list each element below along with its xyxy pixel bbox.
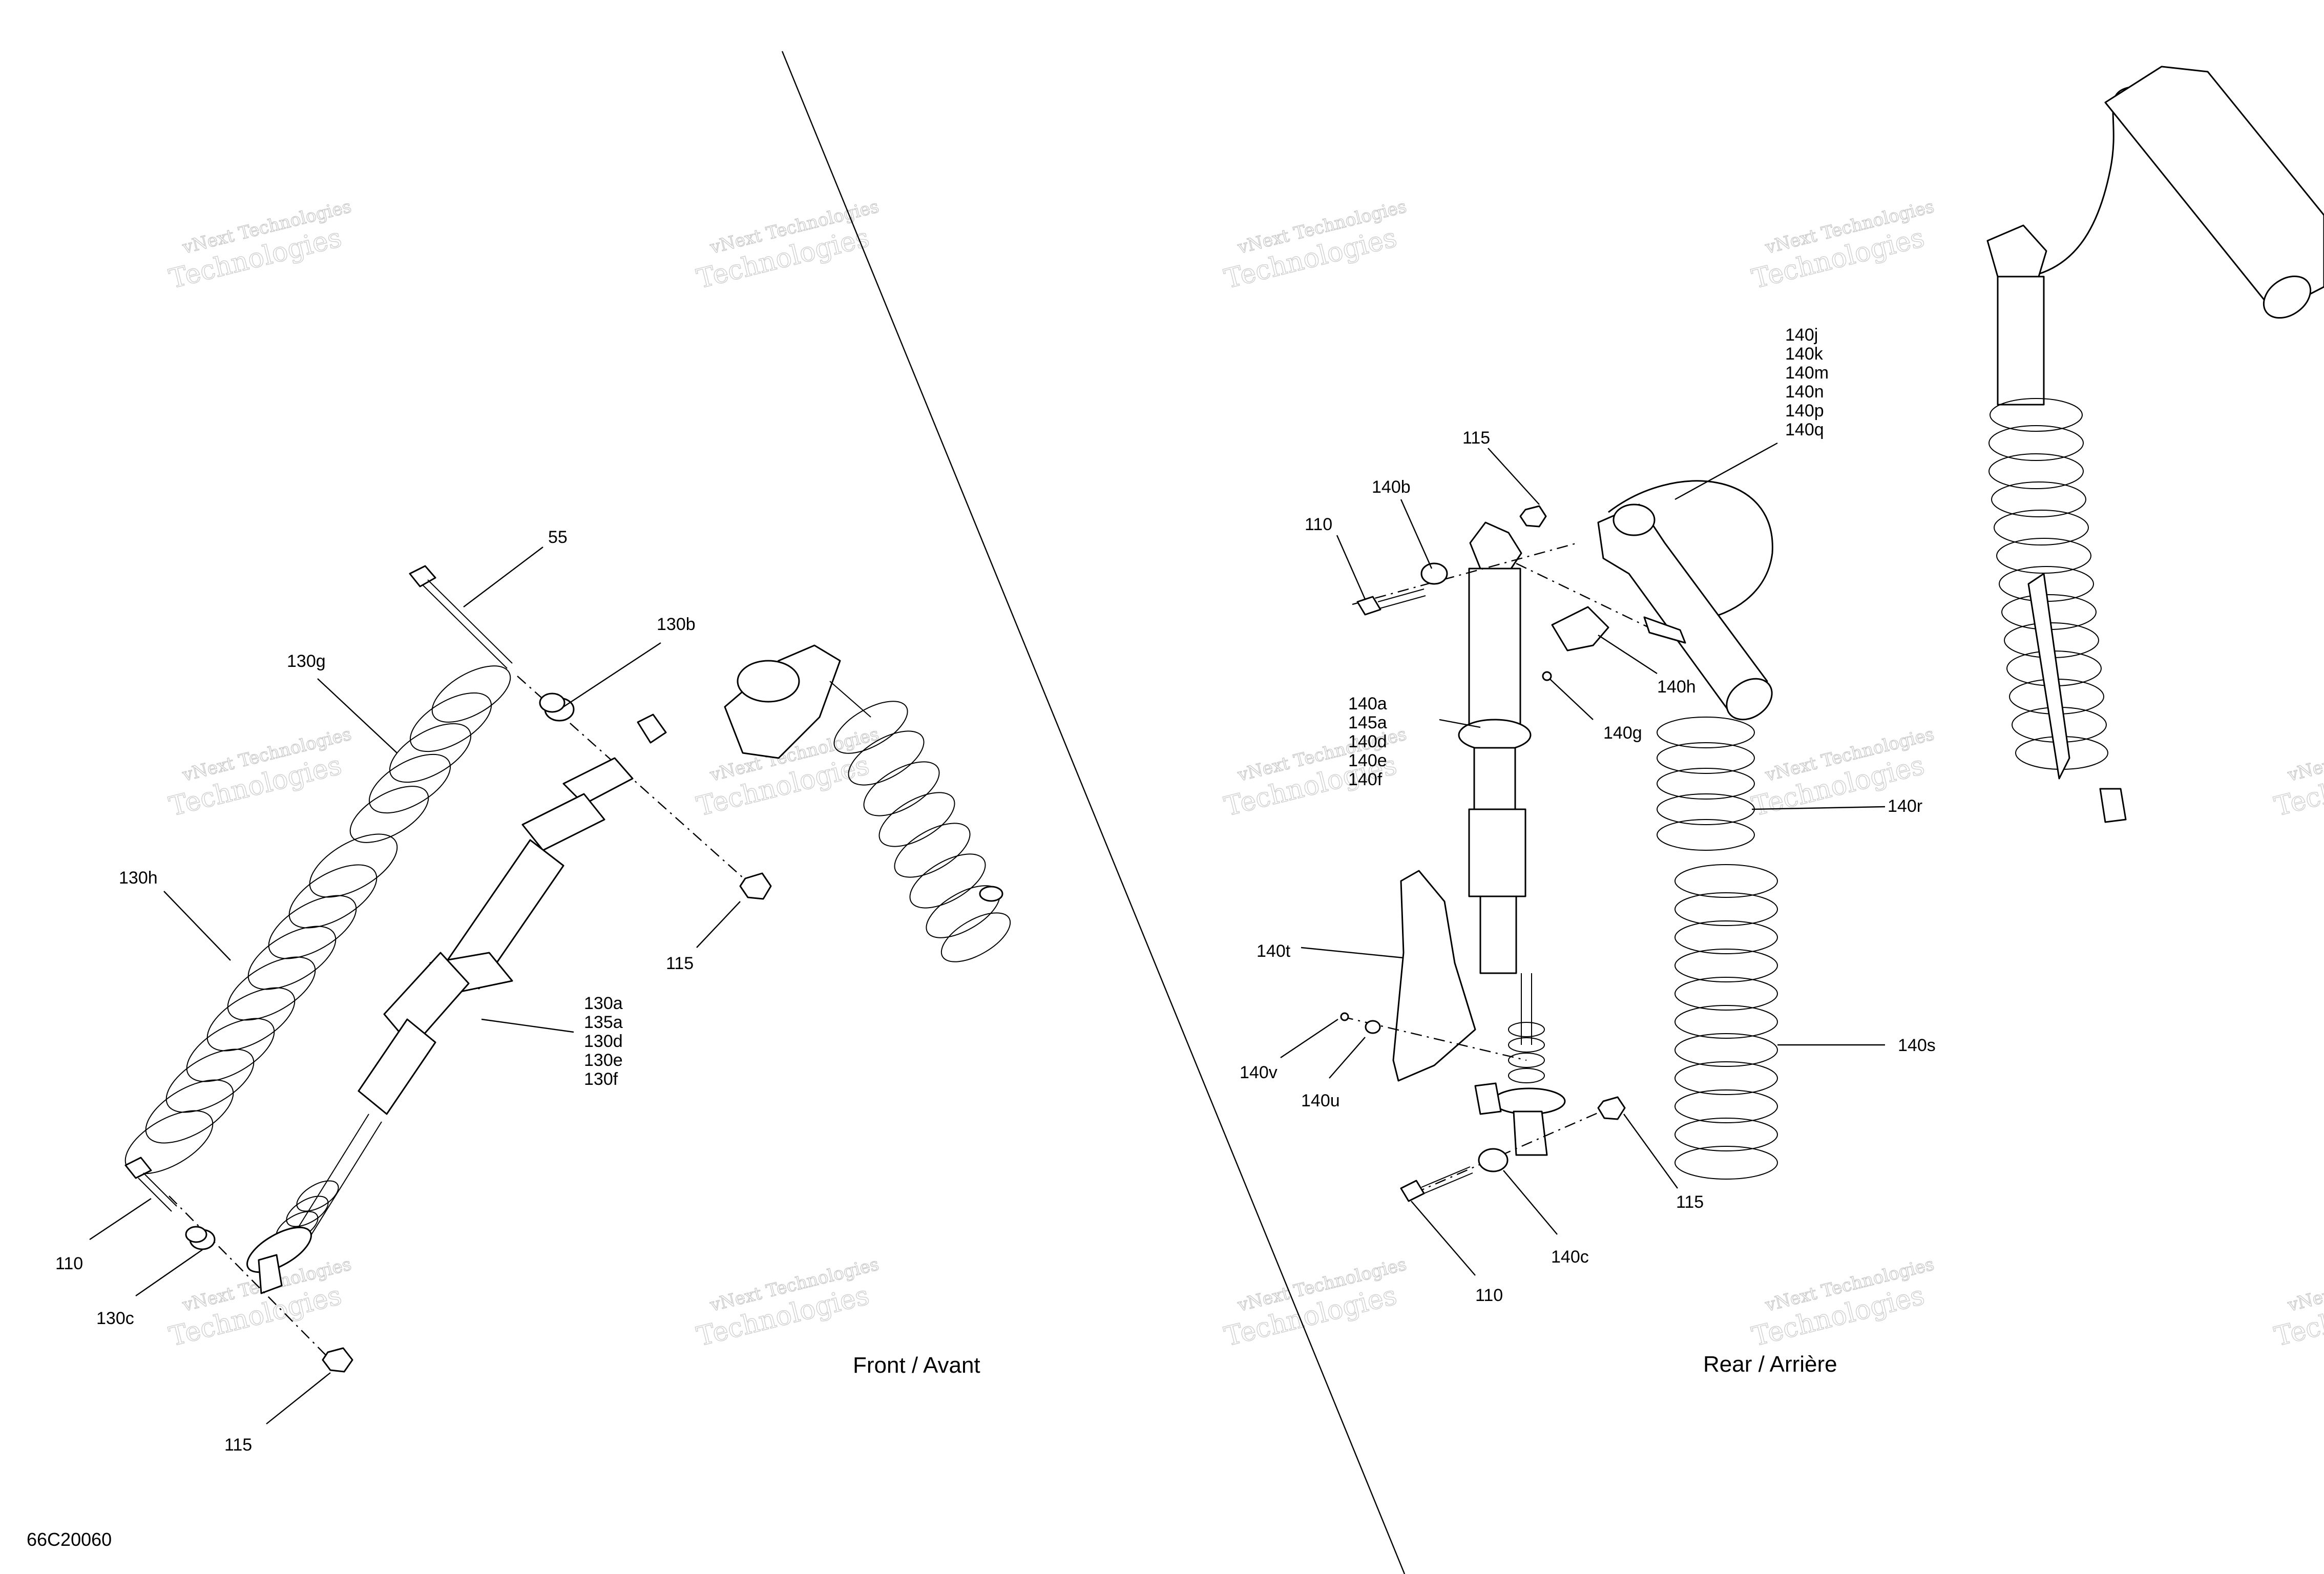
callout-110-rear-top: 110 — [1305, 515, 1332, 534]
rear-spring-140r-drawing — [1657, 717, 1755, 851]
rear-bushing-140b-drawing — [1420, 562, 1448, 585]
rear-screw-140v-drawing — [1340, 1012, 1349, 1021]
front-assembled-shock-drawing — [724, 644, 1011, 962]
callout-labels: 55 130b 130g 130h 115 130a 135a 130d 130… — [55, 325, 1936, 1455]
section-divider — [781, 51, 1406, 1574]
front-nut-115-top-drawing — [739, 872, 772, 900]
callout-140s: 140s — [1898, 1036, 1936, 1055]
leader-lines — [89, 442, 1886, 1424]
callout-140q: 140q — [1785, 420, 1824, 439]
callout-140r: 140r — [1888, 796, 1922, 816]
rear-bracket-140h-drawing — [1551, 606, 1609, 652]
callout-140p: 140p — [1785, 401, 1824, 421]
callout-110-rear-bottom: 110 — [1475, 1286, 1503, 1305]
rear-spring-140s-drawing — [1674, 864, 1778, 1180]
rear-bolt-110-bottom-drawing — [1400, 1166, 1473, 1202]
rear-axis-valve — [1516, 562, 1665, 636]
rear-washer-140u-drawing — [1365, 1020, 1381, 1034]
callout-140j-group: 140j 140k 140m 140n 140p 140q — [1785, 325, 1829, 439]
rear-section-caption: Rear / Arrière — [1703, 1352, 1837, 1377]
rear-reservoir-drawing — [1597, 480, 1773, 721]
callout-130a-group: 130a 135a 130d 130e 130f — [584, 994, 623, 1089]
rear-valve-140g-drawing — [1643, 616, 1686, 644]
callout-110-front: 110 — [55, 1254, 83, 1273]
rear-guard-140t-drawing — [1392, 870, 1476, 1082]
callout-115-rear-bottom: 115 — [1676, 1192, 1704, 1212]
callout-55: 55 — [548, 528, 568, 547]
front-assembly — [124, 565, 1011, 1373]
front-bolt-55-drawing — [409, 565, 513, 669]
callout-140d: 140d — [1348, 732, 1387, 751]
rear-nut-115-bottom-drawing — [1597, 1096, 1626, 1120]
callout-130e: 130e — [584, 1051, 623, 1070]
front-spring-130g-drawing — [349, 665, 511, 843]
callout-140j: 140j — [1785, 325, 1818, 345]
rear-assembly — [1340, 66, 2324, 1202]
watermark-line1: vNext Technologies — [2286, 1254, 2324, 1316]
callout-130a: 130a — [584, 994, 623, 1013]
front-bolt-110-drawing — [124, 1157, 177, 1212]
callout-140a-group: 140a 145a 140d 140e 140f — [1348, 694, 1387, 789]
front-spring-130h-drawing — [124, 833, 398, 1174]
callout-140e: 140e — [1348, 751, 1387, 770]
callout-140g: 140g — [1603, 723, 1642, 743]
callout-115-rear-top: 115 — [1462, 428, 1490, 448]
callout-130c: 130c — [96, 1309, 134, 1328]
callout-115-front-top: 115 — [666, 954, 694, 973]
front-shock-130a-drawing — [246, 713, 667, 1294]
rear-assembled-shock-drawing — [1986, 66, 2324, 823]
rear-axis-top — [1352, 542, 1578, 605]
callout-135a: 135a — [584, 1013, 623, 1032]
rear-axis-bottom — [1413, 1103, 1619, 1194]
callout-115-front-bottom: 115 — [224, 1435, 252, 1455]
rear-shock-140a-drawing — [1458, 521, 1566, 1156]
front-bushing-130b-drawing — [539, 692, 575, 722]
front-section-caption: Front / Avant — [853, 1353, 980, 1378]
callout-140n: 140n — [1785, 382, 1824, 402]
callout-130h: 130h — [119, 868, 158, 888]
callout-130f: 130f — [584, 1069, 618, 1089]
front-axis-bottom — [169, 1195, 339, 1368]
callout-140v: 140v — [1240, 1063, 1278, 1082]
callout-130g: 130g — [287, 652, 326, 671]
callout-140t: 140t — [1257, 941, 1291, 961]
rear-bushing-140c-drawing — [1478, 1148, 1509, 1172]
callout-145a: 145a — [1348, 713, 1387, 732]
rear-bolt-110-top-drawing — [1356, 589, 1426, 616]
rear-guard-clip-drawing — [1474, 1082, 1502, 1115]
callout-140h: 140h — [1657, 677, 1696, 697]
diagram-code: 66C20060 — [27, 1529, 112, 1550]
front-nut-115-bottom-drawing — [322, 1347, 353, 1373]
callout-140a: 140a — [1348, 694, 1387, 713]
callout-140m: 140m — [1785, 363, 1829, 383]
watermark-line1: vNext Technologies — [2286, 724, 2324, 786]
rear-nut-115-top-drawing — [1519, 505, 1547, 528]
callout-140u: 140u — [1301, 1091, 1340, 1110]
callout-140k: 140k — [1785, 344, 1824, 364]
callout-140b: 140b — [1372, 477, 1411, 497]
front-bushing-130c-drawing — [185, 1226, 216, 1250]
callout-140c: 140c — [1551, 1247, 1589, 1267]
callout-130d: 130d — [584, 1032, 623, 1051]
callout-130b: 130b — [657, 615, 696, 634]
rear-pin-drawing — [1542, 671, 1552, 681]
callout-140f: 140f — [1348, 770, 1383, 789]
